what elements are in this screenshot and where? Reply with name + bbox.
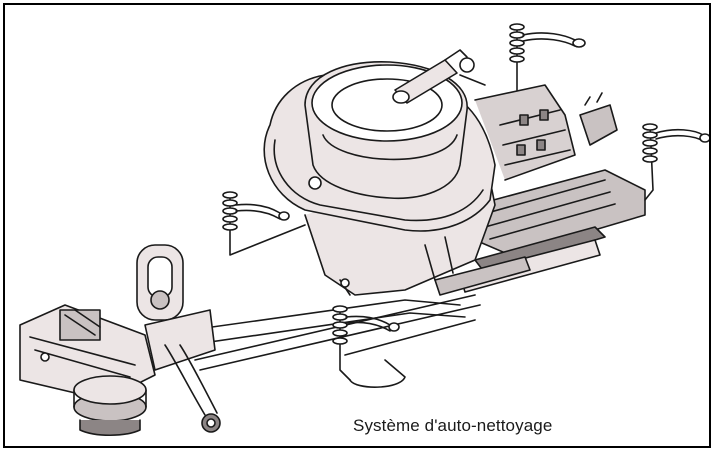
left-motor-unit xyxy=(20,305,155,435)
self-cleaning-system-illustration xyxy=(5,5,709,446)
slide-tray xyxy=(435,170,645,295)
right-bracket xyxy=(580,93,617,145)
nozzle xyxy=(393,50,485,103)
spring-icon xyxy=(223,24,709,387)
diagram-caption: Système d'auto-nettoyage xyxy=(353,416,553,435)
diagram-frame: Système d'auto-nettoyage xyxy=(3,3,711,448)
left-bracket xyxy=(137,245,220,432)
